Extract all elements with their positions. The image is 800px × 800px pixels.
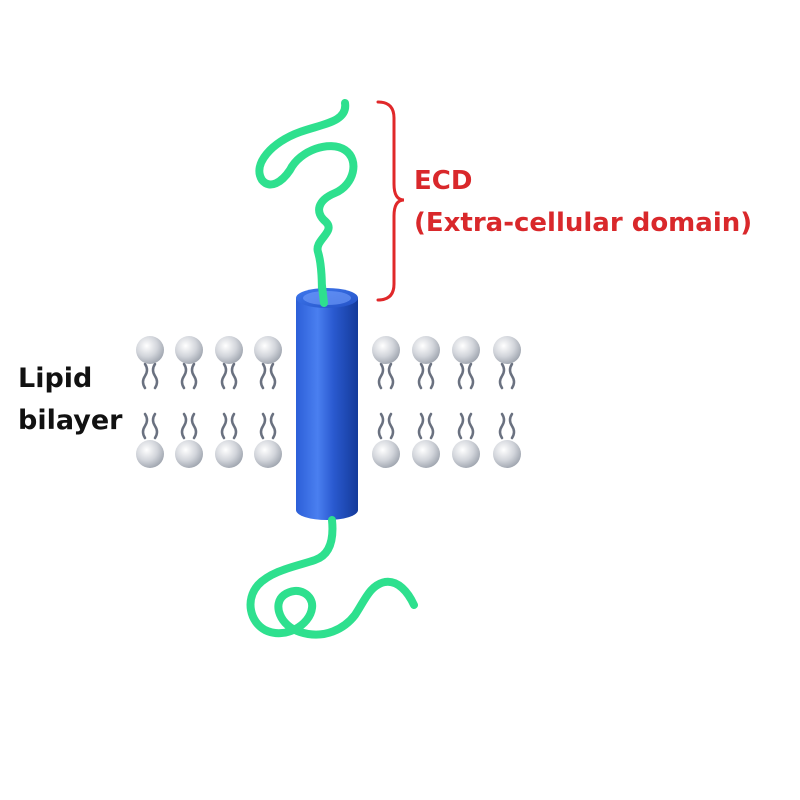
lipid-tail: [498, 362, 506, 390]
lipid-tail: [427, 362, 435, 390]
lipid-head-icon: [215, 440, 243, 468]
intracellular-strand: [246, 516, 418, 639]
lipid-bilayer-label: Lipid bilayer: [18, 358, 138, 442]
lipid-tail: [180, 362, 188, 390]
ecd-label-line1: ECD: [414, 166, 473, 196]
lipid-head-icon: [136, 336, 164, 364]
ecd-bracket: [376, 100, 405, 302]
lipid-tail: [417, 412, 425, 440]
lipid-tail: [141, 412, 149, 440]
lipid-tail: [467, 362, 475, 390]
lipid-head-icon: [175, 440, 203, 468]
ecd-label: ECD (Extra-cellular domain): [414, 160, 794, 244]
lipid-head-icon: [493, 336, 521, 364]
lipid-head-icon: [452, 336, 480, 364]
lipid-tail: [417, 362, 425, 390]
lipid-head-icon: [175, 336, 203, 364]
extracellular-strand: [255, 99, 358, 302]
lipid-tail: [141, 362, 149, 390]
lipid-tail: [180, 412, 188, 440]
lipid-heads: [136, 336, 521, 468]
lipid-label-line1: Lipid: [18, 363, 93, 394]
lipid-tail: [220, 412, 228, 440]
lipid-tail: [508, 362, 516, 390]
lipid-tail: [387, 362, 395, 390]
lipid-tail: [230, 412, 238, 440]
lipid-head-icon: [493, 440, 521, 468]
lipid-head-icon: [136, 440, 164, 468]
lipid-tail: [151, 362, 159, 390]
lipid-tail: [457, 362, 465, 390]
transmembrane-helix-cylinder: [296, 288, 358, 520]
lipid-tail: [220, 362, 228, 390]
lipid-tail: [427, 412, 435, 440]
lipid-tail: [190, 362, 198, 390]
lipid-head-icon: [254, 336, 282, 364]
lipid-tail: [457, 412, 465, 440]
lipid-tail: [269, 412, 277, 440]
lipid-tail: [269, 362, 277, 390]
lipid-tail: [259, 362, 267, 390]
lipid-head-icon: [452, 440, 480, 468]
lipid-tail: [498, 412, 506, 440]
lipid-head-icon: [372, 440, 400, 468]
lipid-tail: [151, 412, 159, 440]
lipid-tail: [259, 412, 267, 440]
lipid-tails: [141, 362, 516, 440]
lipid-tail: [508, 412, 516, 440]
lipid-head-icon: [412, 440, 440, 468]
ecd-label-line2: (Extra-cellular domain): [414, 208, 753, 238]
lipid-label-line2: bilayer: [18, 405, 123, 436]
lipid-head-icon: [372, 336, 400, 364]
lipid-tail: [377, 362, 385, 390]
lipid-tail: [467, 412, 475, 440]
lipid-head-icon: [254, 440, 282, 468]
lipid-tail: [190, 412, 198, 440]
lipid-head-icon: [215, 336, 243, 364]
lipid-tail: [377, 412, 385, 440]
lipid-tail: [230, 362, 238, 390]
lipid-tail: [387, 412, 395, 440]
lipid-head-icon: [412, 336, 440, 364]
strand-entry: [318, 282, 328, 307]
